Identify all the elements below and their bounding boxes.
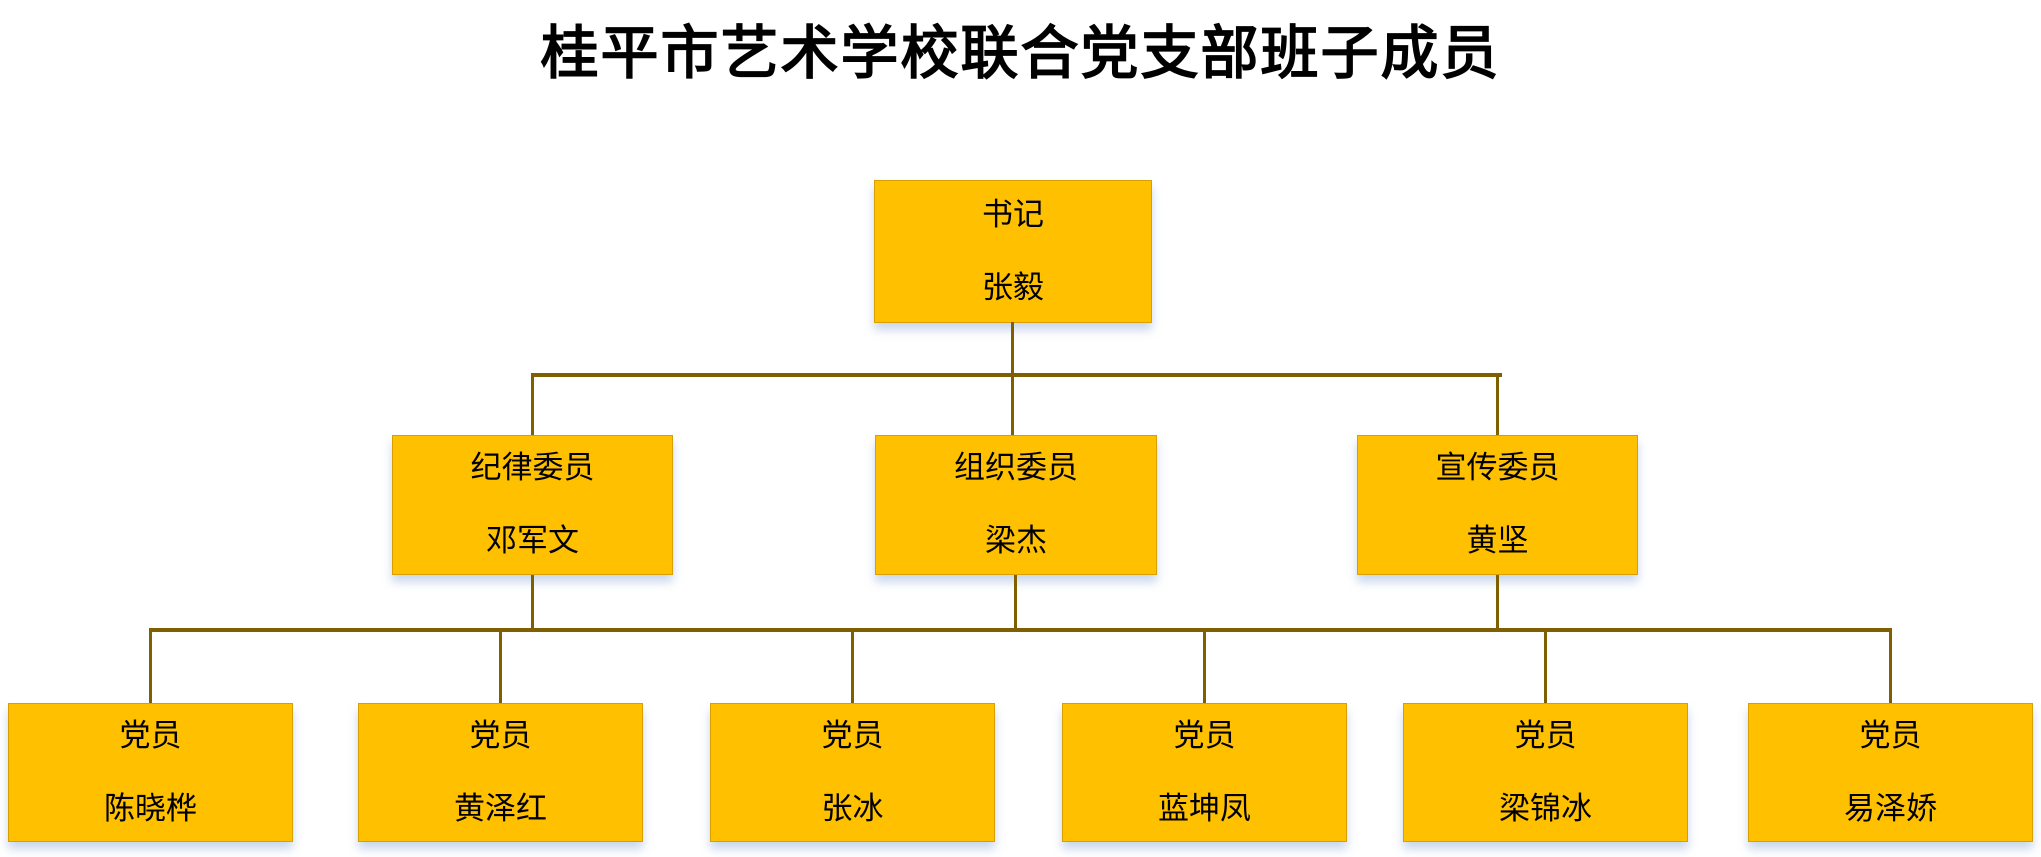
org-node-publicity-commissioner: 宣传委员 黄坚 [1357,435,1638,575]
node-name: 蓝坤凤 [1158,790,1251,827]
node-name: 张毅 [982,269,1044,306]
connector-bus-level3 [149,628,1892,632]
chart-title: 桂平市艺术学校联合党支部班子成员 [540,19,1501,87]
org-node-member-4: 党员 蓝坤凤 [1062,703,1347,842]
node-role: 宣传委员 [1435,450,1560,486]
org-node-organization-commissioner: 组织委员 梁杰 [875,435,1157,575]
node-role: 党员 [1173,717,1236,754]
org-node-discipline-commissioner: 纪律委员 邓军文 [392,435,673,575]
org-node-member-6: 党员 易泽娇 [1748,703,2033,842]
node-role: 纪律委员 [470,450,595,486]
org-node-member-1: 党员 陈晓桦 [8,703,293,842]
connector-drop-discipline [531,375,534,435]
connector-drop-member-3 [851,630,854,703]
org-node-member-3: 党员 张冰 [710,703,995,842]
org-node-member-2: 党员 黄泽红 [358,703,643,842]
connector-stub-publicity [1496,575,1499,630]
node-role: 党员 [1859,717,1922,754]
connector-drop-publicity [1496,375,1499,435]
node-role: 党员 [1514,717,1577,754]
node-role: 党员 [821,717,884,754]
org-node-secretary: 书记 张毅 [874,180,1152,323]
connector-root-drop [1011,322,1014,435]
node-name: 陈晓桦 [104,790,197,827]
connector-bus-level2 [531,373,1502,377]
node-name: 黄泽红 [454,790,547,827]
node-role: 组织委员 [954,450,1078,486]
node-name: 黄坚 [1466,523,1529,559]
node-role: 党员 [119,717,182,754]
node-name: 邓军文 [486,523,579,559]
connector-stub-discipline [531,575,534,630]
node-role: 书记 [982,196,1044,233]
connector-drop-member-5 [1544,630,1547,703]
connector-drop-member-4 [1203,630,1206,703]
node-name: 梁杰 [985,523,1047,559]
node-name: 易泽娇 [1844,790,1937,827]
node-role: 党员 [469,717,532,754]
connector-drop-member-2 [499,630,502,703]
node-name: 梁锦冰 [1499,790,1592,827]
connector-stub-organization [1014,575,1017,630]
connector-drop-member-1 [149,630,152,703]
org-node-member-5: 党员 梁锦冰 [1403,703,1688,842]
node-name: 张冰 [821,790,884,827]
connector-drop-member-6 [1889,630,1892,703]
